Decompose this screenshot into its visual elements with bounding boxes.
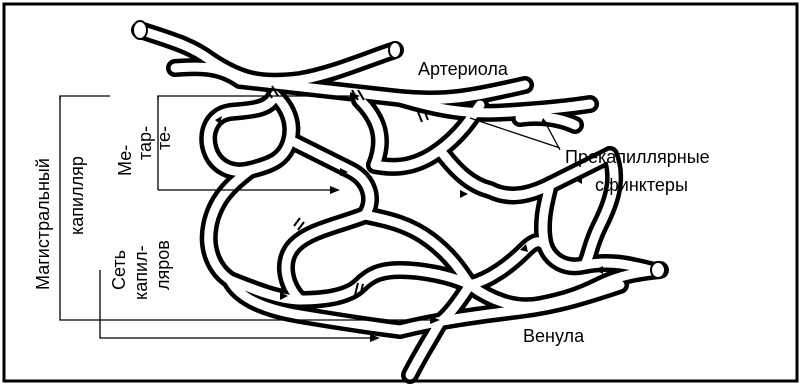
metarteriole-bracket	[158, 96, 270, 100]
precapillary-sphincters-label-line1: Прекапиллярные	[565, 148, 710, 166]
arteriole-end-top	[389, 42, 401, 58]
venule-label: Венула	[523, 327, 584, 345]
precapillary-sphincters-label-line2: сфинктеры	[595, 176, 688, 194]
metarterioles-label-line2: тар-	[136, 126, 154, 160]
metarterioles-label-line1: Ме-	[116, 145, 134, 176]
metarterioles-label-line3: те-	[155, 126, 173, 150]
venule-end-right	[651, 262, 665, 278]
main-capillary-label-line2: капилляр	[68, 156, 86, 235]
main-capillary-label-line1: Магистральный	[34, 158, 52, 290]
arteriole-label: Артериола	[418, 60, 508, 78]
capillary-network-label-line1: Сеть	[110, 250, 128, 290]
arteriole-end-left	[133, 21, 147, 39]
magistral-bracket	[60, 96, 110, 100]
capillary-network-label-line2: капил-	[132, 245, 150, 300]
capillary-network-label-line3: ляров	[154, 240, 172, 290]
